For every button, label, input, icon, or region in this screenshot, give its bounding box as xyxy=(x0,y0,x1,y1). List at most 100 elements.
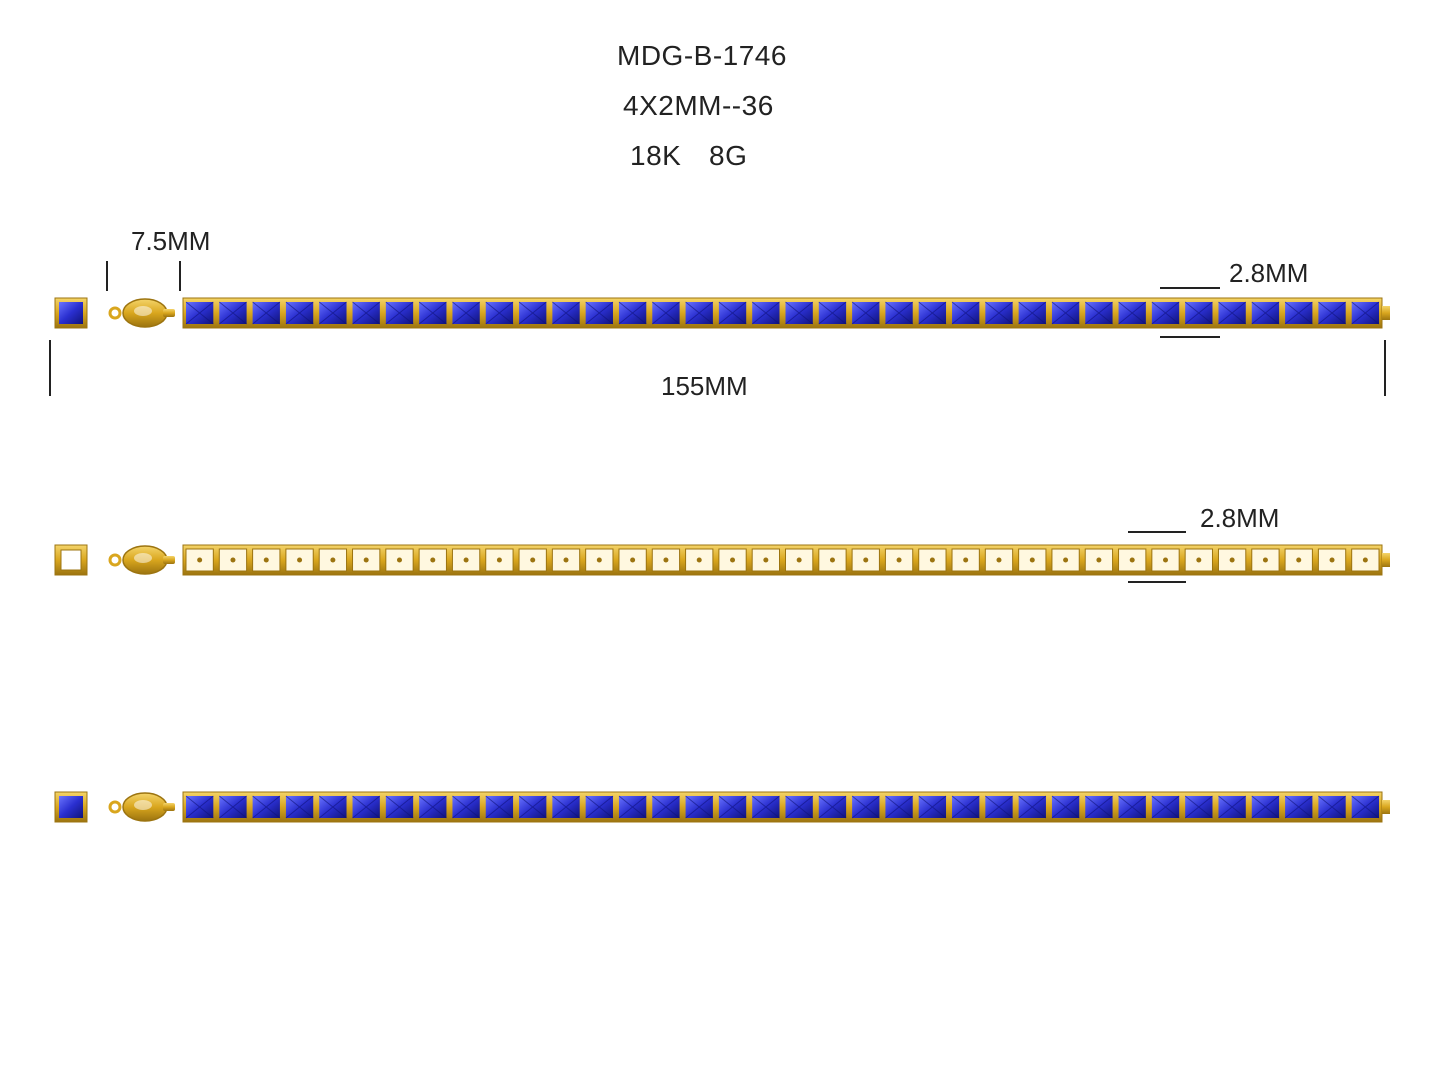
link xyxy=(851,548,880,572)
stone-facet xyxy=(285,795,314,819)
stone-facet xyxy=(1218,301,1247,325)
link xyxy=(252,795,281,819)
link xyxy=(1284,795,1313,819)
total-length-tick-left xyxy=(49,340,51,396)
link xyxy=(1284,301,1313,325)
lobster-clasp xyxy=(108,298,175,328)
link xyxy=(485,548,514,572)
link xyxy=(1184,795,1213,819)
link xyxy=(1317,548,1347,572)
link xyxy=(285,795,314,819)
link xyxy=(1084,301,1113,325)
stone-facet xyxy=(218,301,247,325)
link xyxy=(1184,301,1213,325)
stone-facet xyxy=(1018,301,1047,325)
setting-hole xyxy=(463,557,469,563)
setting-hole xyxy=(796,557,802,563)
stone-facet xyxy=(452,301,481,325)
setting-hole xyxy=(1296,557,1302,563)
setting-hole xyxy=(1196,557,1202,563)
stone-facet xyxy=(818,301,847,325)
link xyxy=(751,795,780,819)
stone-facet xyxy=(618,301,647,325)
stone-facet xyxy=(1051,301,1080,325)
setting-hole xyxy=(996,557,1002,563)
link xyxy=(585,795,614,819)
stone-facet xyxy=(385,301,414,325)
link xyxy=(818,795,847,819)
link xyxy=(718,795,747,819)
stone-facet xyxy=(985,795,1013,819)
link xyxy=(685,795,714,819)
link xyxy=(485,795,514,819)
link xyxy=(385,795,414,819)
link xyxy=(1151,795,1180,819)
link xyxy=(385,301,414,325)
stone-facet xyxy=(1318,301,1347,325)
link xyxy=(985,795,1013,819)
stone-facet xyxy=(718,795,747,819)
link xyxy=(884,548,914,572)
setting-hole xyxy=(563,557,569,563)
setting-hole xyxy=(530,557,536,563)
link xyxy=(518,795,547,819)
link xyxy=(318,795,347,819)
stone-facet xyxy=(1218,795,1247,819)
stone-facet xyxy=(885,301,914,325)
link xyxy=(451,548,481,572)
link-rail xyxy=(182,791,1383,823)
link xyxy=(1018,301,1047,325)
stone-facet xyxy=(918,301,947,325)
link xyxy=(984,548,1014,572)
stone-facet xyxy=(418,795,447,819)
stone-facet xyxy=(1351,301,1380,325)
link xyxy=(218,301,247,325)
stone-facet xyxy=(185,795,214,819)
setting-hole xyxy=(297,557,303,563)
link xyxy=(618,548,647,572)
link xyxy=(718,548,747,572)
setting-hole xyxy=(1163,557,1169,563)
stone-facet xyxy=(552,301,580,325)
link xyxy=(1118,301,1147,325)
link xyxy=(1351,548,1380,572)
link xyxy=(751,548,781,572)
link xyxy=(1251,795,1280,819)
link xyxy=(385,548,414,572)
stone-facet xyxy=(1284,301,1313,325)
back-view-open-settings xyxy=(54,544,1390,576)
stone-facet xyxy=(1184,795,1213,819)
link xyxy=(518,548,547,572)
front-view-with-stones xyxy=(54,297,1390,329)
link xyxy=(185,548,214,572)
link xyxy=(1318,795,1347,819)
link xyxy=(318,548,348,572)
stone-facet xyxy=(651,301,680,325)
link xyxy=(951,548,980,572)
stone-facet xyxy=(352,301,381,325)
link xyxy=(885,795,914,819)
link xyxy=(951,301,980,325)
link xyxy=(285,301,314,325)
jump-ring xyxy=(108,306,122,320)
side-view-with-stones xyxy=(54,791,1390,823)
stone-spec: 4X2MM--36 xyxy=(623,90,774,121)
stone-facet xyxy=(385,795,414,819)
stone-facet xyxy=(485,301,514,325)
setting-hole xyxy=(763,557,769,563)
link xyxy=(418,301,447,325)
stone-facet xyxy=(1251,795,1280,819)
link xyxy=(685,548,714,572)
clasp-tick-right xyxy=(179,261,181,291)
link xyxy=(918,795,947,819)
link xyxy=(685,301,714,325)
stone-facet xyxy=(518,795,547,819)
link-rail xyxy=(182,297,1383,329)
stone-facet xyxy=(1284,795,1313,819)
stone-facet xyxy=(352,795,381,819)
setting-hole xyxy=(630,557,636,563)
link xyxy=(1118,548,1147,572)
setting-hole xyxy=(1096,557,1102,563)
link xyxy=(718,301,747,325)
stone-facet xyxy=(1151,795,1180,819)
